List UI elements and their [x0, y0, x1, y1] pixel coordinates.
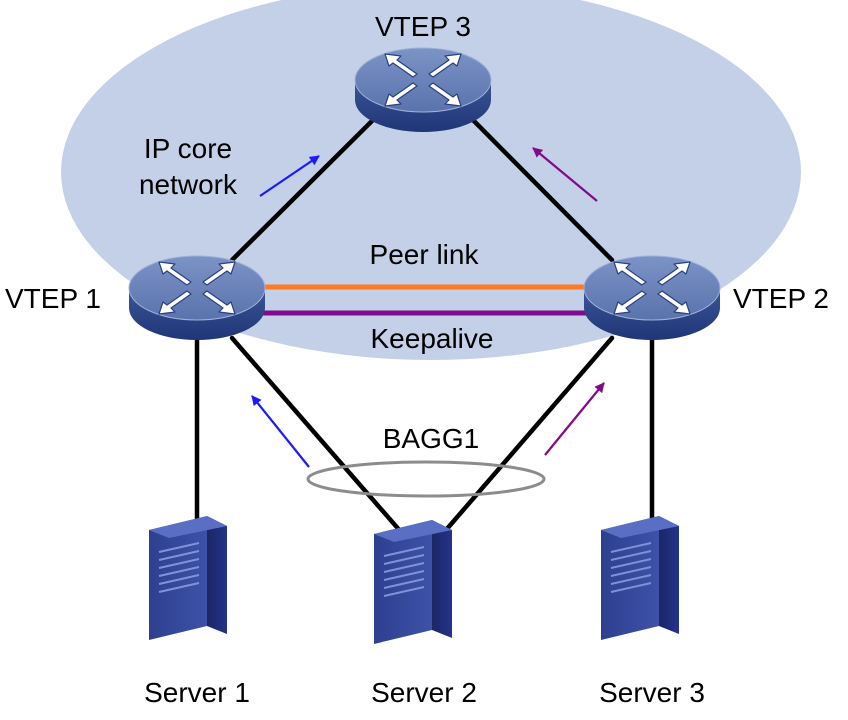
- server2-server-icon: [373, 519, 453, 645]
- server1-label: Server 1: [144, 677, 250, 708]
- server1-server-icon: [148, 515, 228, 641]
- link-vtep1-vtep3: [229, 114, 379, 263]
- link-vtep3-vtep2: [467, 114, 615, 263]
- arrow-blue-access: [251, 395, 310, 468]
- bagg1-ring: [306, 460, 546, 498]
- server3-server-icon: [600, 515, 680, 641]
- bagg1-label: BAGG1: [383, 423, 479, 454]
- keepalive-label: Keepalive: [371, 323, 494, 354]
- peer-link-label: Peer link: [370, 239, 480, 270]
- core-network-label-line2: network: [139, 169, 238, 200]
- arrow-purple-access: [544, 382, 605, 456]
- arrow-purple-core: [532, 147, 598, 202]
- vtep2-switch-icon: [583, 255, 721, 341]
- vtep3-switch-icon: [354, 47, 492, 133]
- server3-label: Server 3: [599, 677, 705, 708]
- vtep1-switch-icon: [128, 255, 266, 341]
- link-vtep1-server2: [229, 335, 411, 543]
- vtep2-label: VTEP 2: [733, 283, 829, 314]
- core-network-label-line1: IP core: [144, 133, 232, 164]
- server2-label: Server 2: [371, 677, 477, 708]
- arrow-blue-core: [259, 155, 320, 197]
- links: [194, 114, 655, 543]
- vtep1-label: VTEP 1: [5, 283, 101, 314]
- vtep3-label: VTEP 3: [375, 11, 471, 42]
- link-vtep2-server2: [443, 335, 615, 533]
